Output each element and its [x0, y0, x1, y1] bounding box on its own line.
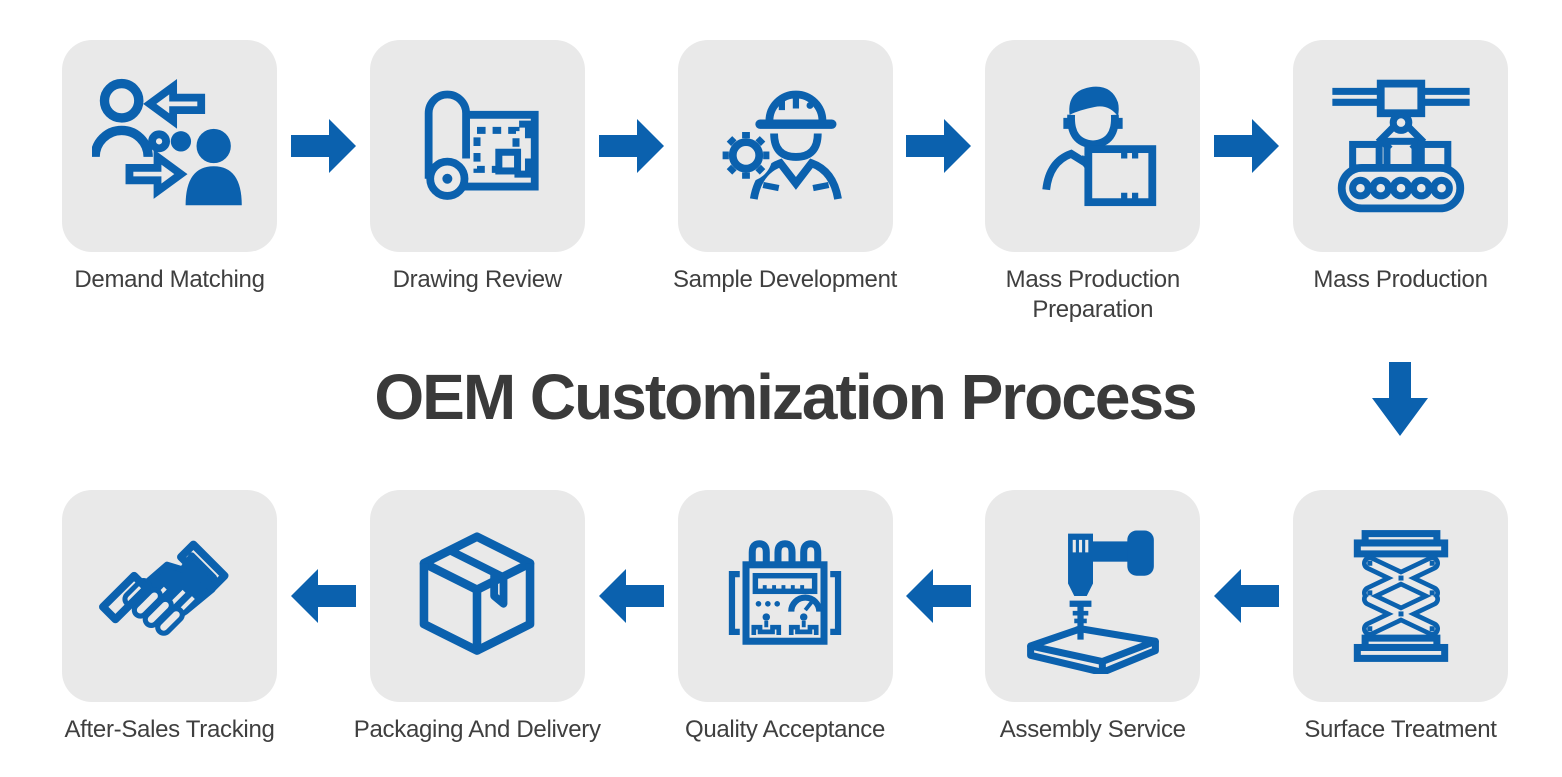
step-label: Quality Acceptance: [684, 716, 886, 743]
step-after-sales-tracking: After-Sales Tracking: [62, 490, 277, 745]
bottom-row: After-Sales Tracking Packaging And Deliv…: [62, 490, 1508, 745]
step-box: [62, 40, 277, 252]
step-label: Sample Development: [672, 266, 898, 293]
assembly-service-icon: [1026, 530, 1159, 674]
step-box: [62, 490, 277, 702]
step-box: [985, 490, 1201, 702]
drawing-review-icon: [424, 90, 539, 200]
quality-acceptance-icon: [728, 540, 842, 645]
step-box: [985, 40, 1201, 252]
page-title: OEM Customization Process: [374, 361, 1197, 433]
step-demand-matching: Demand Matching: [62, 40, 277, 325]
after-sales-tracking-icon: [98, 540, 228, 636]
step-mass-production-preparation: Mass Production Preparation: [985, 40, 1201, 325]
demand-matching-icon: [91, 78, 242, 206]
step-box: [1293, 40, 1508, 252]
step-label: Demand Matching: [74, 266, 265, 293]
packaging-and-delivery-icon: [419, 532, 535, 655]
step-label: Drawing Review: [392, 266, 563, 293]
left-arrow-icon: [906, 569, 972, 623]
step-box: [369, 490, 585, 702]
down-arrow-icon: [1372, 362, 1428, 436]
sample-development-icon: [719, 90, 842, 200]
top-row: Demand Matching: [62, 40, 1508, 325]
step-label: Packaging And Delivery: [353, 716, 601, 743]
left-arrow-icon: [1214, 569, 1280, 623]
left-arrow-icon: [598, 569, 664, 623]
step-label: Assembly Service: [999, 716, 1186, 743]
step-packaging-and-delivery: Packaging And Delivery: [354, 490, 601, 745]
middle-band: OEM Customization Process: [62, 352, 1508, 442]
step-label: After-Sales Tracking: [64, 716, 275, 743]
right-arrow-icon: [598, 119, 664, 173]
mass-production-preparation-icon: [1042, 86, 1156, 207]
right-arrow-icon: [290, 119, 356, 173]
step-drawing-review: Drawing Review: [369, 40, 585, 325]
mass-production-icon: [1331, 79, 1470, 213]
step-label: Mass Production Preparation: [1005, 266, 1181, 323]
step-box: [677, 490, 893, 702]
right-arrow-icon: [1214, 119, 1280, 173]
step-box: [1293, 490, 1508, 702]
step-assembly-service: Assembly Service: [985, 490, 1201, 745]
step-mass-production: Mass Production: [1293, 40, 1508, 325]
step-box: [677, 40, 893, 252]
step-surface-treatment: Surface Treatment: [1293, 490, 1508, 745]
right-arrow-icon: [906, 119, 972, 173]
step-quality-acceptance: Quality Acceptance: [677, 490, 893, 745]
step-label: Mass Production: [1313, 266, 1488, 293]
step-label: Surface Treatment: [1304, 716, 1497, 743]
step-sample-development: Sample Development: [673, 40, 897, 325]
surface-treatment-icon: [1353, 530, 1448, 662]
step-box: [369, 40, 585, 252]
left-arrow-icon: [290, 569, 356, 623]
